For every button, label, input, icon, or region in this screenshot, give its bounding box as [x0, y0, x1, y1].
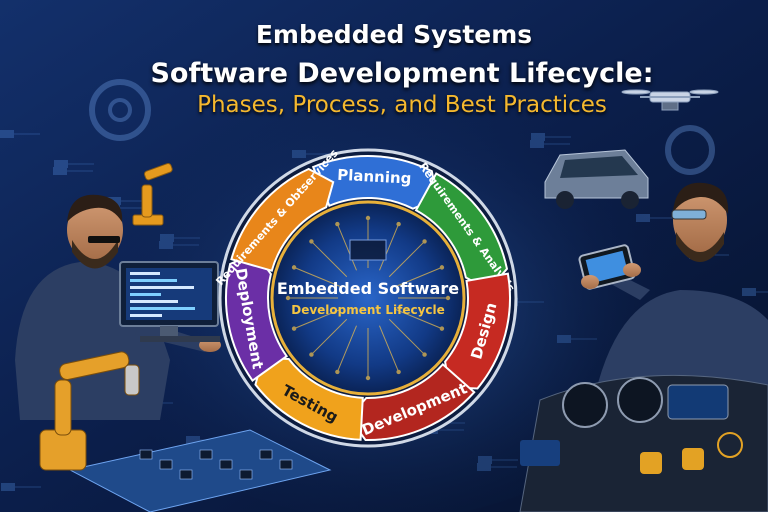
title-line-3: Phases, Process, and Best Practices: [197, 92, 607, 118]
circuit-board-icon: [68, 429, 332, 512]
center-subtitle: Development Lifecycle: [291, 303, 445, 317]
robot-arm-icon: [39, 351, 140, 471]
monitor-icon: [119, 261, 220, 342]
dashboard-icon: [519, 374, 768, 512]
tablet-icon: [578, 244, 641, 290]
gear-icon: [89, 79, 715, 175]
phase-label: Planning: [337, 166, 412, 188]
title-line-2: Software Development Lifecycle:: [150, 58, 654, 89]
drone-icon: [621, 89, 719, 111]
circuit-board-icon: [285, 215, 451, 381]
robot-arm-icon: [132, 163, 173, 226]
center-title: Embedded Software: [277, 279, 459, 298]
car-icon: [544, 149, 649, 209]
phase-segment: [230, 167, 335, 272]
title-line-1: Embedded Systems: [255, 20, 533, 49]
